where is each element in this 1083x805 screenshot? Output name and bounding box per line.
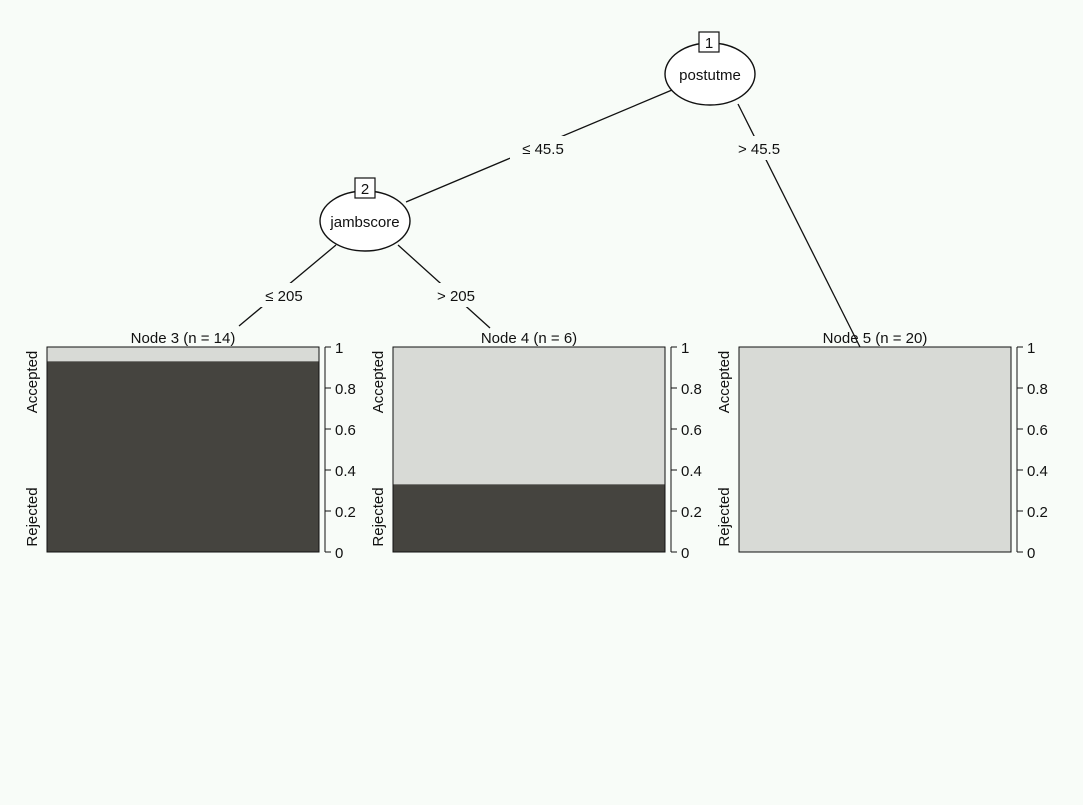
bar-rejected xyxy=(47,361,319,552)
node-title: Node 5 (n = 20) xyxy=(823,330,928,347)
y-tick-label: 1 xyxy=(335,340,343,357)
panel-frame xyxy=(46,346,320,553)
node-id-box xyxy=(698,31,720,53)
panel-frame xyxy=(392,346,666,553)
y-tick-label: 0.4 xyxy=(681,463,702,480)
y-tick-label: 1 xyxy=(1027,340,1035,357)
edge-label-bg xyxy=(728,136,790,160)
node-id: 1 xyxy=(705,35,713,52)
node-variable-label: jambscore xyxy=(329,214,399,231)
class-label-rejected: Rejected xyxy=(716,487,733,546)
edge-label-bg xyxy=(256,283,314,307)
node-title: Node 4 (n = 6) xyxy=(481,330,577,347)
node-title: Node 3 (n = 14) xyxy=(131,330,236,347)
y-tick-label: 0.2 xyxy=(681,504,702,521)
node-id: 2 xyxy=(361,181,369,198)
y-tick-label: 0.2 xyxy=(335,504,356,521)
y-tick-label: 0.8 xyxy=(1027,381,1048,398)
bar-accepted xyxy=(739,347,1011,552)
y-tick-label: 0.6 xyxy=(681,422,702,439)
class-label-accepted: Accepted xyxy=(370,351,387,414)
edge-label-bg xyxy=(428,283,486,307)
y-tick-label: 0.2 xyxy=(1027,504,1048,521)
y-tick-label: 0.6 xyxy=(335,422,356,439)
tree-node-2: 2 jambscore xyxy=(319,177,411,252)
edge-label-le-205: ≤ 205 xyxy=(265,288,302,305)
edge-label-bg xyxy=(510,136,572,160)
class-label-rejected: Rejected xyxy=(370,487,387,546)
bar-rejected xyxy=(393,484,665,552)
y-tick-label: 0.8 xyxy=(335,381,356,398)
tree-node-1: 1 postutme xyxy=(664,31,756,106)
y-tick-label: 0 xyxy=(1027,545,1035,562)
y-tick-label: 0.8 xyxy=(681,381,702,398)
y-tick-label: 1 xyxy=(681,340,689,357)
class-label-accepted: Accepted xyxy=(24,351,41,414)
y-tick-label: 0 xyxy=(335,545,343,562)
node-id-box xyxy=(354,177,376,199)
node-variable-label: postutme xyxy=(679,67,741,84)
edge-label-gt-205: > 205 xyxy=(437,288,475,305)
edge-label-le-45-5: ≤ 45.5 xyxy=(522,141,564,158)
y-tick-label: 0.4 xyxy=(1027,463,1048,480)
edge-label-gt-45-5: > 45.5 xyxy=(738,141,780,158)
y-tick-label: 0.6 xyxy=(1027,422,1048,439)
class-label-rejected: Rejected xyxy=(24,487,41,546)
y-tick-label: 0.4 xyxy=(335,463,356,480)
class-label-accepted: Accepted xyxy=(716,351,733,414)
y-tick-label: 0 xyxy=(681,545,689,562)
panel-frame xyxy=(738,346,1012,553)
